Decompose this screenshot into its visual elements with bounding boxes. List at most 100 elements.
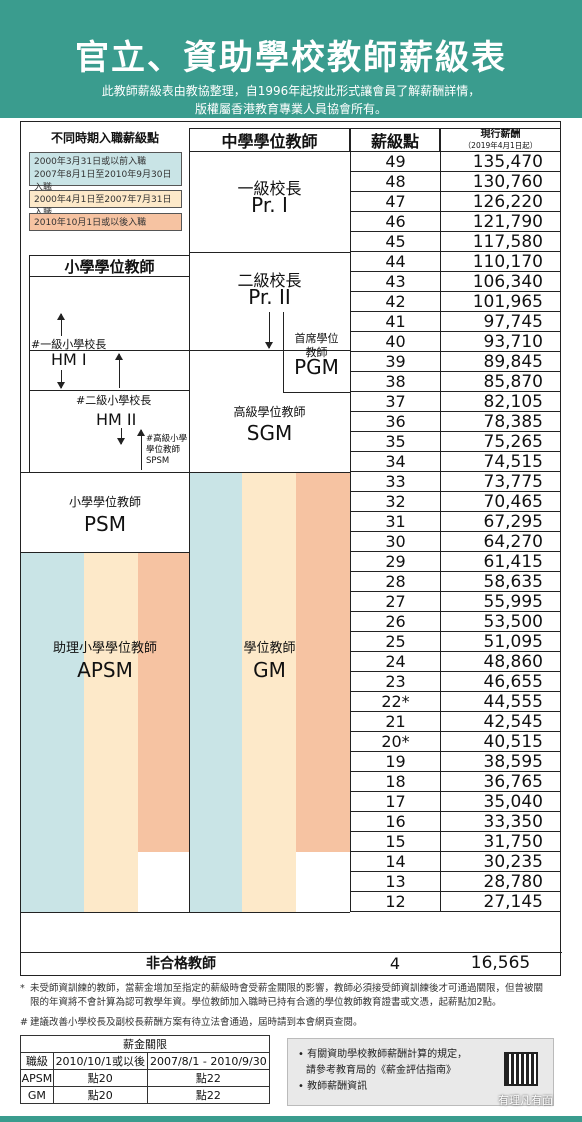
hm1-cn: #一級小學校長: [31, 338, 107, 351]
apsm-cn: 助理小學學位教師: [52, 641, 157, 656]
point-cell: 37: [350, 392, 440, 412]
point-cell: 15: [350, 832, 440, 852]
salary-cell: 64,270: [440, 532, 561, 552]
point-cell: 38: [350, 372, 440, 392]
pr2-range-arrow: [265, 312, 273, 349]
point-cell: 23: [350, 672, 440, 692]
gm-en: GM: [253, 658, 286, 682]
divider-primary-left: [29, 277, 30, 472]
primary-degree-header: 小學學位教師: [29, 255, 190, 277]
pr2-cn: 二級校長: [237, 271, 302, 290]
point-cell: 25: [350, 632, 440, 652]
legend-entry-1: 2000年3月31日或以前入職 2007年8月1日至2010年9月30日入職: [29, 152, 182, 193]
pr1-cn: 一級校長: [237, 179, 302, 198]
salary-cap-table: 薪金關限 職級 2010/10/1或以後 2007/8/1 - 2010/9/3…: [20, 1035, 271, 1104]
sgm-cn: 高級學位教師: [233, 405, 306, 419]
point-cell: 33: [350, 472, 440, 492]
apsm-band-1: [21, 552, 84, 912]
point-cell: 49: [350, 152, 440, 172]
divider-pgm: [283, 392, 350, 393]
psm-cn: 小學學位教師: [68, 495, 141, 509]
salary-scale-table: 不同時期入職薪級點 中學學位教師 薪級點 現行薪酬 （2019年4月1日起） 2…: [20, 121, 562, 976]
salary-cell: 55,995: [440, 592, 561, 612]
point-cell: 46: [350, 212, 440, 232]
salary-cell: 85,870: [440, 372, 561, 392]
salary-header-label: 現行薪酬: [480, 129, 521, 140]
star-mark: *: [20, 983, 25, 994]
gm-band-3: [296, 472, 350, 852]
point-header: 薪級點: [350, 128, 440, 152]
hm2-cn: #二級小學校長: [76, 394, 152, 407]
divider-pgm-left: [283, 312, 284, 392]
salary-cell: 121,790: [440, 212, 561, 232]
salary-cell: 97,745: [440, 312, 561, 332]
salary-cell: 42,545: [440, 712, 561, 732]
salary-cell: 110,170: [440, 252, 561, 272]
salary-cell: 33,350: [440, 812, 561, 832]
secondary-degree-header: 中學學位教師: [189, 128, 350, 152]
note-star: * 未受師資訓練的教師，當薪金增加至指定的薪級時會受薪金關限的影響，教師必須接受…: [20, 982, 550, 1010]
point-cell: 12: [350, 892, 440, 912]
sgm-label: 高級學位教師 SGM: [189, 404, 350, 445]
point-cell: 42: [350, 292, 440, 312]
salary-cell: 53,500: [440, 612, 561, 632]
salary-cell: 73,775: [440, 472, 561, 492]
spsm-label: #高級小學學位教師 SPSM: [146, 434, 190, 467]
point-cell: 43: [350, 272, 440, 292]
divider-hm1: [29, 350, 350, 351]
salary-cell: 93,710: [440, 332, 561, 352]
apsm-band-2: [84, 552, 138, 912]
salary-cell: 78,385: [440, 412, 561, 432]
info-line-3-text[interactable]: 教師薪酬資訊: [307, 1081, 368, 1092]
spsm-en: SPSM: [146, 456, 170, 466]
salary-cell: 135,470: [440, 152, 561, 172]
hash-mark: #: [20, 1017, 28, 1028]
salary-cell: 106,340: [440, 272, 561, 292]
salary-cell: 61,415: [440, 552, 561, 572]
point-cell: 39: [350, 352, 440, 372]
legend-entry-3: 2010年10月1日或以後入職: [29, 213, 182, 231]
salary-header: 現行薪酬 （2019年4月1日起）: [440, 128, 561, 152]
salary-cell: 38,595: [440, 752, 561, 772]
hm2-en: HM II: [96, 410, 137, 429]
point-cell: 41: [350, 312, 440, 332]
nonqual-label: 非合格教師: [146, 956, 216, 972]
salary-cell: 51,095: [440, 632, 561, 652]
point-cell: 30: [350, 532, 440, 552]
point-cell: 21: [350, 712, 440, 732]
salary-cell: 28,780: [440, 872, 561, 892]
hm1-en: HM I: [51, 350, 87, 369]
cap-col-a: 2010/10/1或以後: [52, 1052, 148, 1070]
salary-cell: 30,235: [440, 852, 561, 872]
legend-entry-2: 2000年4月1日至2007年7月31日入職: [29, 190, 182, 218]
apsm-band-3: [138, 552, 189, 852]
cap-title: 薪金關限: [20, 1035, 270, 1053]
divider-bottom-ranks: [21, 912, 350, 913]
hm1-down-arrow: [57, 370, 65, 389]
salary-cell: 27,145: [440, 892, 561, 912]
salary-cell: 126,220: [440, 192, 561, 212]
salary-cell: 74,515: [440, 452, 561, 472]
info-line-3[interactable]: • 教師薪酬資訊: [298, 1081, 368, 1092]
point-cell: 16: [350, 812, 440, 832]
pgm-label: 首席學位教師 PGM: [283, 332, 350, 377]
spsm-cn: #高級小學學位教師: [146, 434, 188, 455]
point-cell: 31: [350, 512, 440, 532]
spsm-arrow: [137, 429, 145, 470]
point-cell: 20*: [350, 732, 440, 752]
point-cell: 35: [350, 432, 440, 452]
divider-secondary-left: [189, 152, 190, 472]
salary-cell: 46,655: [440, 672, 561, 692]
hm1-up-arrow: [57, 313, 65, 336]
salary-cell: 101,965: [440, 292, 561, 312]
divider-psm: [21, 552, 189, 553]
point-cell: 26: [350, 612, 440, 632]
psm-label: 小學學位教師 PSM: [21, 494, 189, 537]
hm2-up-arrow: [115, 353, 123, 388]
point-cell: 36: [350, 412, 440, 432]
point-cell: 44: [350, 252, 440, 272]
point-cell: 48: [350, 172, 440, 192]
note-star-text: 未受師資訓練的教師，當薪金增加至指定的薪級時會受薪金關限的影響，教師必須接受師資…: [30, 983, 544, 1008]
point-cell: 24: [350, 652, 440, 672]
qr-code-icon[interactable]: [504, 1052, 538, 1086]
